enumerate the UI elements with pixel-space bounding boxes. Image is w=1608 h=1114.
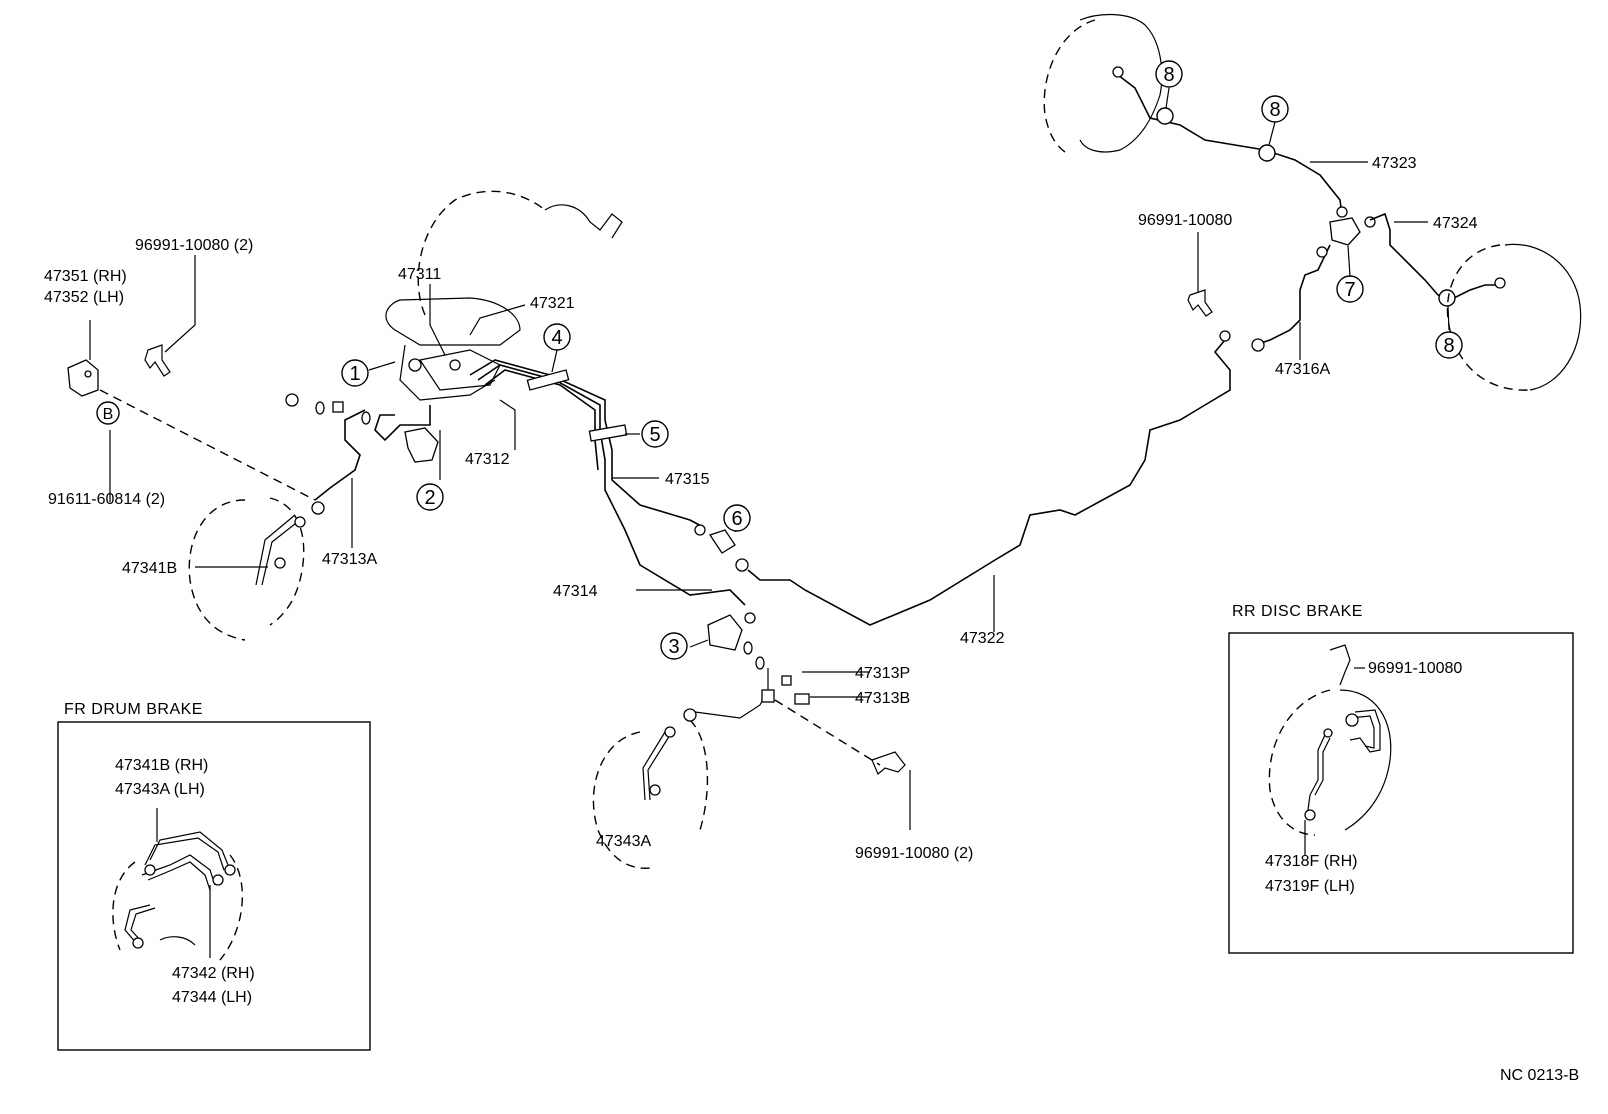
label-fr-47343A: 47343A (LH) [115,781,205,798]
dashed-guide-left [99,389,316,501]
callout-8c: 8 [1435,331,1463,359]
svg-text:8: 8 [1163,64,1174,86]
front-left-wheel [188,497,325,641]
label-47324: 47324 [1433,215,1478,232]
label-96991-top: 96991-10080 [1138,212,1232,229]
inset-title-rr: RR DISC BRAKE [1232,603,1363,620]
label-47322: 47322 [960,630,1005,647]
label-fr-47342: 47342 (RH) [172,965,255,982]
label-47341B: 47341B [122,560,177,577]
callout-7: 7 [1336,275,1364,303]
inset-rr-disc-brake: RR DISC BRAKE 96991-10080 47318F (RH) 47… [1228,603,1574,954]
label-47314: 47314 [553,583,598,600]
front-right-wheel [592,668,775,869]
label-47313P: 47313P [855,665,910,682]
label-fr-47344: 47344 (LH) [172,989,252,1006]
label-47323: 47323 [1372,155,1417,172]
svg-text:3: 3 [668,636,679,658]
label-rr-47318F: 47318F (RH) [1265,853,1357,870]
clamp-5 [588,424,628,442]
bracket-47351 [67,359,99,397]
callout-8b: 8 [1261,95,1289,123]
clamp-4 [526,369,570,391]
callout-6: 6 [723,504,751,532]
svg-text:8: 8 [1269,99,1280,121]
svg-text:1: 1 [349,363,360,385]
label-47313A: 47313A [322,551,377,568]
label-91611: 91611-60814 (2) [48,491,165,508]
callout-B: B [96,401,120,425]
label-47352: 47352 (LH) [44,289,124,306]
clip-96991-left [144,344,171,377]
pipe-47316A [1254,244,1331,346]
callout-2: 2 [416,483,444,511]
svg-text:7: 7 [1344,279,1355,301]
fittings-47313A [285,393,371,425]
label-96991-left: 96991-10080 (2) [135,237,253,254]
tee-joint-7 [1329,206,1506,307]
rear-left-wheel [1043,13,1343,216]
label-47311: 47311 [398,266,441,283]
pipe-47322 [747,339,1231,626]
connector-6 [708,529,736,554]
label-47312: 47312 [465,451,510,468]
bracket-2 [404,427,439,463]
label-fr-47341B: 47341B (RH) [115,757,208,774]
inset-fr-drum-brake: FR DRUM BRAKE 47341B (RH) 47343A (LH) 47… [57,701,371,1051]
label-47351: 47351 (RH) [44,268,127,285]
svg-text:6: 6 [731,508,742,530]
svg-text:8: 8 [1443,335,1454,357]
svg-text:B: B [103,406,114,423]
label-47343A: 47343A [596,833,651,850]
callout-8a: 8 [1155,60,1183,88]
callout-1: 1 [341,359,369,387]
clip-96991-top [1187,289,1213,317]
rear-right-wheel [1446,243,1582,391]
dashed-guide-right [774,699,881,766]
label-rr-47319F: 47319F (LH) [1265,878,1355,895]
inset-title-fr: FR DRUM BRAKE [64,701,203,718]
label-rr-96991: 96991-10080 [1368,660,1462,677]
svg-text:4: 4 [551,327,562,349]
callout-4: 4 [543,323,571,351]
label-96991-right: 96991-10080 (2) [855,845,973,862]
brake-booster [385,190,623,401]
label-47321: 47321 [530,295,575,312]
diagram-code: NC 0213-B [1500,1067,1579,1084]
label-47316A: 47316A [1275,361,1330,378]
callout-3: 3 [660,632,688,660]
label-47315: 47315 [665,471,710,488]
svg-text:2: 2 [424,487,435,509]
clip-96991-right [871,751,906,775]
bracket-3 [707,614,743,651]
svg-text:5: 5 [649,424,660,446]
label-47313B: 47313B [855,690,910,707]
callout-5: 5 [641,420,669,448]
